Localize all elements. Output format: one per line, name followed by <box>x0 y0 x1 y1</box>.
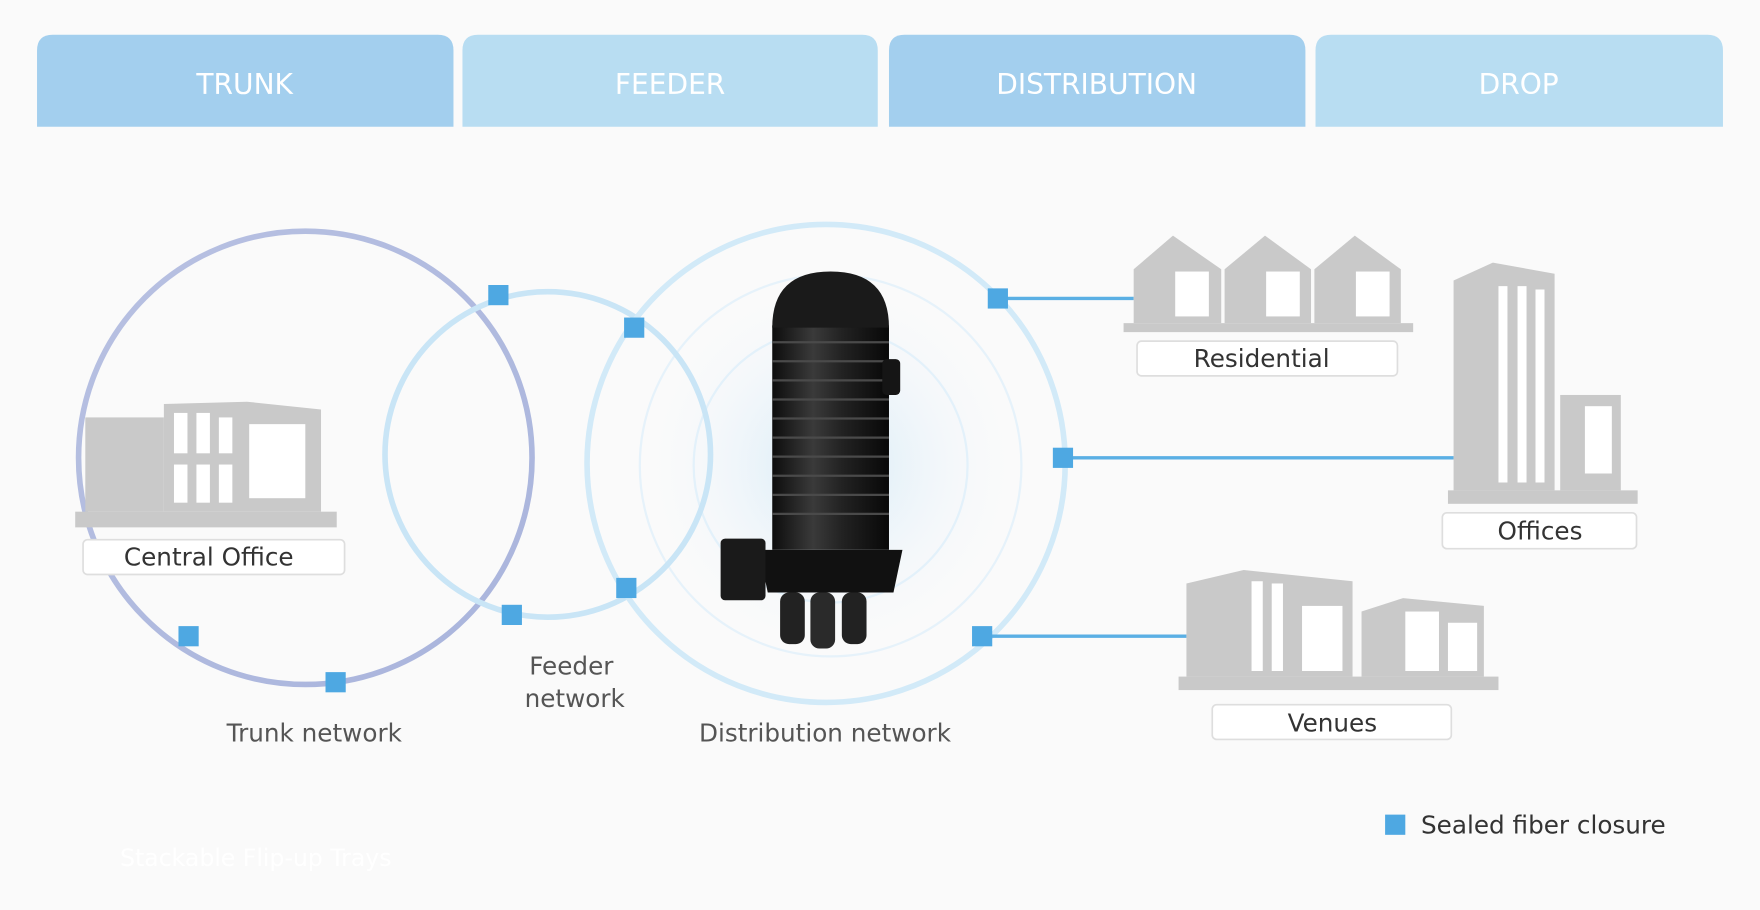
feeder-network-label-line1: Feeder <box>529 651 614 680</box>
closure-marker <box>616 577 637 599</box>
tab-trunk[interactable]: TRUNK <box>37 34 454 127</box>
legend: Sealed fiber closure <box>1385 811 1666 840</box>
offices-building-icon <box>1447 262 1638 504</box>
central-office-building-icon <box>75 401 337 528</box>
tab-trunk-label: TRUNK <box>195 68 293 101</box>
closure-markers <box>178 285 1074 693</box>
fiber-closure-image <box>720 271 903 649</box>
central-office-label: Central Office <box>82 538 346 576</box>
venues-label: Venues <box>1211 703 1453 741</box>
closure-marker <box>972 626 993 647</box>
closure-marker <box>987 288 1008 309</box>
svg-text:Venues: Venues <box>1288 709 1377 738</box>
tab-distribution[interactable]: DISTRIBUTION <box>888 34 1306 127</box>
svg-text:Central Office: Central Office <box>124 543 294 572</box>
venues-building-icon <box>1178 570 1499 691</box>
trunk-ring <box>75 228 535 688</box>
closure-marker <box>501 604 522 625</box>
residential-label: Residential <box>1136 340 1399 377</box>
closure-marker <box>325 672 346 693</box>
tab-drop-label: DROP <box>1479 68 1559 101</box>
svg-text:Offices: Offices <box>1498 517 1583 546</box>
residential-building-icon <box>1123 235 1414 333</box>
legend-label: Sealed fiber closure <box>1421 811 1666 840</box>
distribution-network-label: Distribution network <box>699 719 952 748</box>
tab-feeder-label: FEEDER <box>615 68 725 101</box>
stage-tabs: TRUNK FEEDER DISTRIBUTION DROP <box>37 34 1723 127</box>
caption-text: Stackable Flip-up Trays <box>120 844 391 872</box>
svg-text:Residential: Residential <box>1194 344 1330 373</box>
tab-drop[interactable]: DROP <box>1315 34 1723 127</box>
closure-marker <box>488 285 509 306</box>
feeder-network-label-line2: network <box>525 684 626 713</box>
legend-marker <box>1385 814 1406 835</box>
tab-feeder[interactable]: FEEDER <box>462 34 878 127</box>
feeder-ring <box>382 288 714 620</box>
closure-marker <box>178 626 199 647</box>
drop-lines <box>982 296 1454 638</box>
trunk-network-label: Trunk network <box>226 719 403 748</box>
closure-marker <box>624 317 645 338</box>
offices-label: Offices <box>1441 511 1638 550</box>
closure-marker <box>1052 447 1074 468</box>
tab-distribution-label: DISTRIBUTION <box>996 68 1197 101</box>
